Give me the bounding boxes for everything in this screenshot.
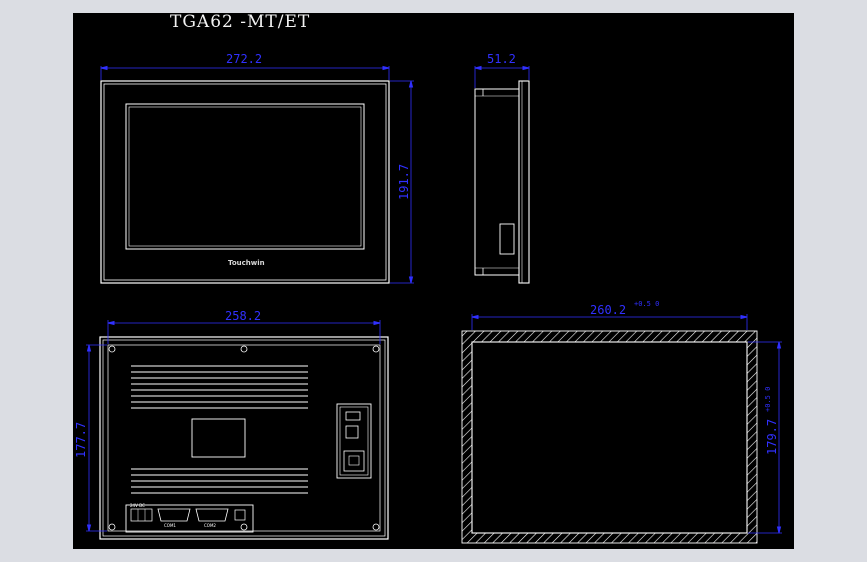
back-view	[99, 336, 389, 540]
label-plate	[191, 418, 246, 458]
side-body	[474, 88, 520, 276]
panel-cutout-view	[461, 330, 758, 544]
side-connector	[499, 223, 515, 255]
drawing-title: TGA62 -MT/ET	[170, 12, 310, 32]
side-depth-label: 51.2	[487, 52, 516, 66]
dip-switch	[234, 509, 246, 521]
screw-hole	[372, 523, 380, 531]
cutout-height-dimension	[748, 341, 782, 534]
usb-b-port	[345, 425, 359, 439]
back-housing	[107, 344, 381, 532]
brand-logo: Touchwin	[228, 259, 265, 267]
ethernet-port	[343, 450, 365, 472]
cutout-opening	[471, 341, 748, 534]
back-width-dimension	[107, 320, 381, 344]
cutout-width-tolerance: +0.5 0	[634, 300, 659, 308]
usb-a-port	[345, 411, 361, 421]
db9-port-com2	[195, 508, 229, 522]
com2-label: COM2	[204, 523, 216, 528]
back-outer	[99, 336, 389, 540]
front-height-dimension	[390, 80, 414, 284]
front-height-label: 191.7	[397, 164, 411, 200]
front-bezel-inner	[103, 83, 387, 281]
screw-hole	[240, 345, 248, 353]
db9-port-com1	[157, 508, 191, 522]
side-view	[474, 80, 530, 284]
front-bezel-outer	[100, 80, 390, 284]
cutout-height-label: 179.7	[765, 419, 779, 455]
screw-hole	[108, 523, 116, 531]
front-screen-outer	[125, 103, 365, 250]
front-screen-inner	[128, 106, 362, 247]
power-label: 24V DC	[130, 503, 145, 508]
back-height-dimension	[86, 344, 107, 532]
front-width-label: 272.2	[226, 52, 262, 66]
screw-hole	[108, 345, 116, 353]
back-width-label: 258.2	[225, 309, 261, 323]
cutout-width-label: 260.2	[590, 303, 626, 317]
screw-hole	[372, 345, 380, 353]
connector-strip	[125, 504, 254, 533]
front-width-dimension	[100, 65, 390, 80]
power-terminal	[130, 508, 153, 522]
back-height-label: 177.7	[74, 422, 88, 458]
cutout-width-dimension	[471, 314, 748, 330]
vent-slots-top	[131, 365, 308, 409]
com1-label: COM1	[164, 523, 176, 528]
vent-slots-bottom	[131, 468, 308, 494]
io-port-block	[336, 403, 372, 479]
screw-hole	[240, 523, 248, 531]
front-view	[100, 80, 390, 284]
side-bezel	[518, 80, 530, 284]
cutout-height-tolerance: +0.5 0	[764, 387, 772, 412]
side-depth-dimension	[474, 65, 530, 88]
